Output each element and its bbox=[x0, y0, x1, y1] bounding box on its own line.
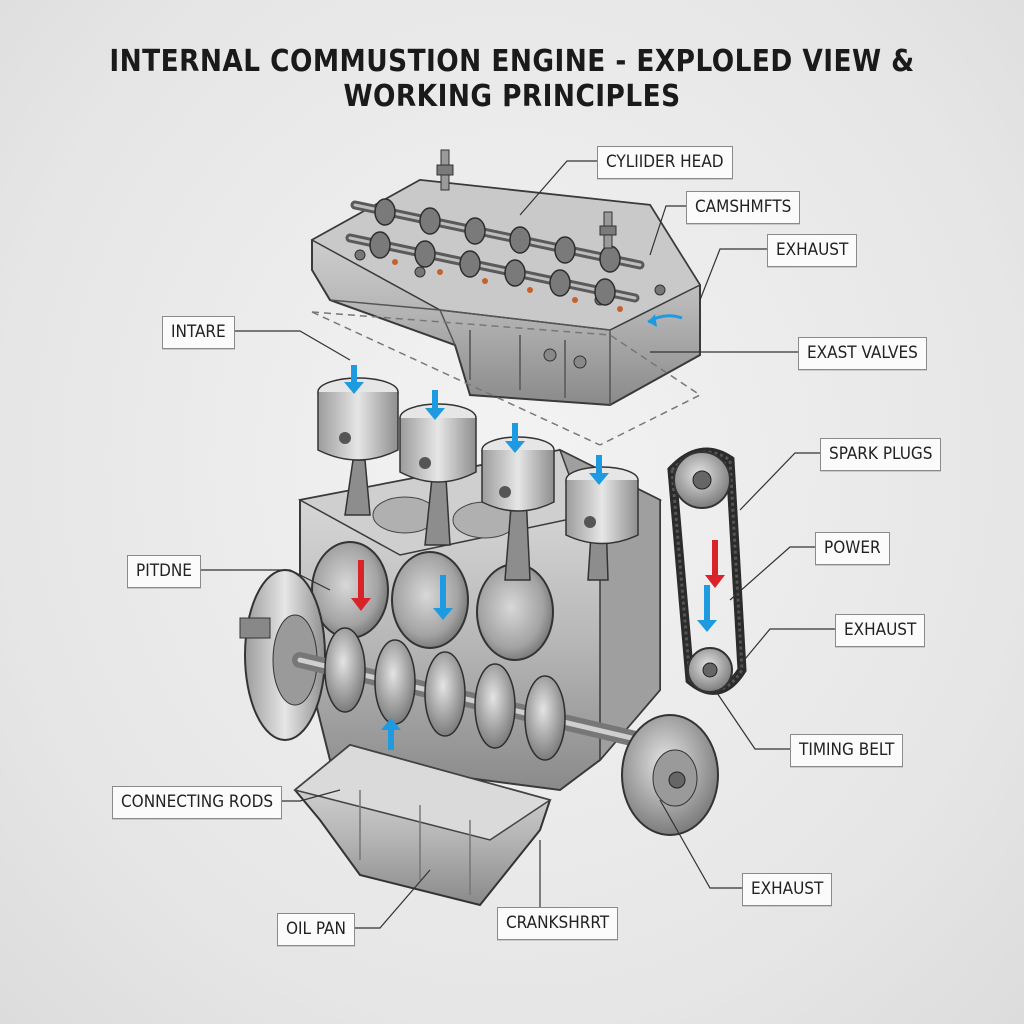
label-exhaust-valves: EXAST VALVES bbox=[798, 337, 927, 370]
label-connecting-rods: CONNECTING RODS bbox=[112, 786, 283, 819]
camshafts bbox=[345, 198, 645, 312]
power-arrows bbox=[351, 540, 725, 611]
flywheel bbox=[239, 569, 326, 741]
leader-lines bbox=[188, 160, 835, 929]
label-cylinder-head: CYLIIDER HEAD bbox=[597, 146, 733, 179]
crankshaft bbox=[292, 627, 648, 761]
label-power: POWER bbox=[815, 532, 890, 565]
label-intake: INTARE bbox=[162, 316, 235, 349]
pistons bbox=[317, 377, 639, 545]
label-camshafts: CAMSHMFTS bbox=[686, 191, 801, 224]
label-oil-pan: OIL PAN bbox=[277, 913, 355, 946]
oil-pan-part bbox=[293, 743, 552, 907]
page-title: INTERNAL COMMUSTION ENGINE - EXPLOLED VI… bbox=[109, 44, 915, 114]
explode-guide bbox=[311, 311, 702, 446]
label-exhaust-mid: EXHAUST bbox=[835, 614, 926, 647]
label-timing-belt: TIMING BELT bbox=[790, 734, 904, 767]
label-exhaust-bottom: EXHAUST bbox=[742, 873, 833, 906]
label-pistons: PITDNE bbox=[127, 555, 201, 588]
timing-belt-part bbox=[667, 447, 747, 695]
label-crankshaft: CRANKSHRRT bbox=[497, 907, 619, 940]
spark-plug-top bbox=[436, 149, 617, 249]
intake-arrows bbox=[344, 314, 717, 750]
cylinder-head bbox=[310, 178, 702, 407]
cylinder-bores bbox=[311, 496, 554, 661]
label-spark-plugs: SPARK PLUGS bbox=[820, 438, 942, 471]
label-exhaust-top: EXHAUST bbox=[767, 234, 858, 267]
front-pulley bbox=[621, 714, 719, 836]
